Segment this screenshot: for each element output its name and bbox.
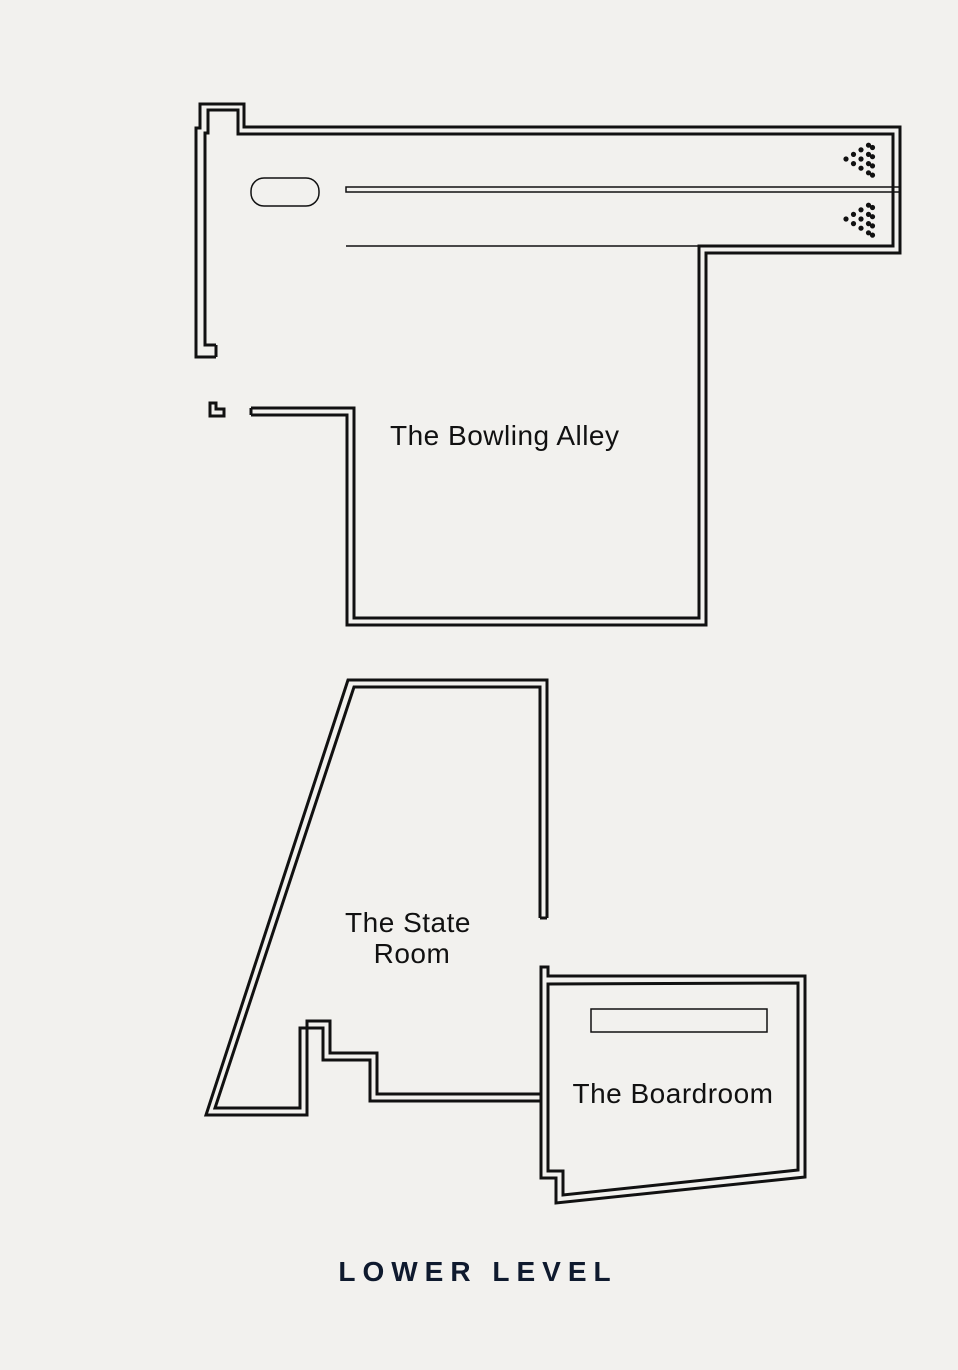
room-label-state-room-line2: Room bbox=[374, 938, 451, 969]
bowling-pin bbox=[858, 156, 864, 162]
bowling-pin bbox=[869, 214, 876, 220]
state-room-outer-wall bbox=[203, 678, 549, 1117]
state-room: The State Room bbox=[203, 678, 549, 1117]
room-label-bowling-alley: The Bowling Alley bbox=[390, 420, 620, 451]
room-label-state-room-line1: The State bbox=[345, 907, 471, 938]
bowling-pin bbox=[865, 161, 872, 167]
bowling-pin bbox=[858, 147, 864, 153]
bowling-pin bbox=[865, 151, 872, 157]
boardroom: The Boardroom bbox=[539, 965, 807, 1205]
bowling-pin bbox=[865, 230, 872, 236]
wall-fragment bbox=[208, 401, 226, 418]
bowling-pin bbox=[850, 161, 857, 167]
bowling-pin bbox=[843, 156, 849, 162]
level-title: LOWER LEVEL bbox=[338, 1256, 617, 1287]
bowling-pin bbox=[869, 172, 876, 178]
bowling-pin bbox=[850, 211, 857, 217]
bowling-alley-outer-wall bbox=[194, 102, 902, 627]
bowling-pin bbox=[858, 225, 864, 231]
bowling-pin bbox=[858, 207, 864, 213]
bowling-pin bbox=[865, 170, 872, 176]
bowling-pin bbox=[858, 165, 864, 171]
bowling-pin bbox=[858, 216, 864, 222]
room-label-boardroom: The Boardroom bbox=[572, 1078, 773, 1109]
bowling-pin bbox=[865, 211, 872, 217]
bowling-alley-room: The Bowling Alley bbox=[194, 102, 902, 627]
bowling-pin bbox=[865, 202, 872, 208]
bowling-pin bbox=[865, 221, 872, 227]
ball-return bbox=[250, 177, 320, 207]
lane-divider bbox=[345, 186, 901, 193]
bowling-pins-lane-2 bbox=[843, 202, 876, 238]
bowling-alley-inner-wall bbox=[203, 108, 895, 620]
bowling-pin bbox=[869, 144, 876, 151]
bowling-pin bbox=[869, 232, 876, 238]
boardroom-outer-wall bbox=[539, 965, 807, 1205]
bowling-pin bbox=[869, 163, 876, 169]
state-room-inner-wall bbox=[212, 685, 542, 1110]
bowling-pin bbox=[869, 223, 876, 229]
bowling-pin bbox=[850, 221, 857, 227]
bowling-pin bbox=[869, 204, 876, 211]
bowling-pins-lane-1 bbox=[843, 142, 876, 178]
bowling-pin bbox=[869, 154, 876, 160]
boardroom-table bbox=[590, 1008, 768, 1033]
bowling-pin bbox=[865, 142, 872, 148]
bowling-pin bbox=[843, 216, 849, 222]
bowling-pin bbox=[850, 151, 857, 157]
boardroom-inner-wall bbox=[546, 981, 800, 1197]
